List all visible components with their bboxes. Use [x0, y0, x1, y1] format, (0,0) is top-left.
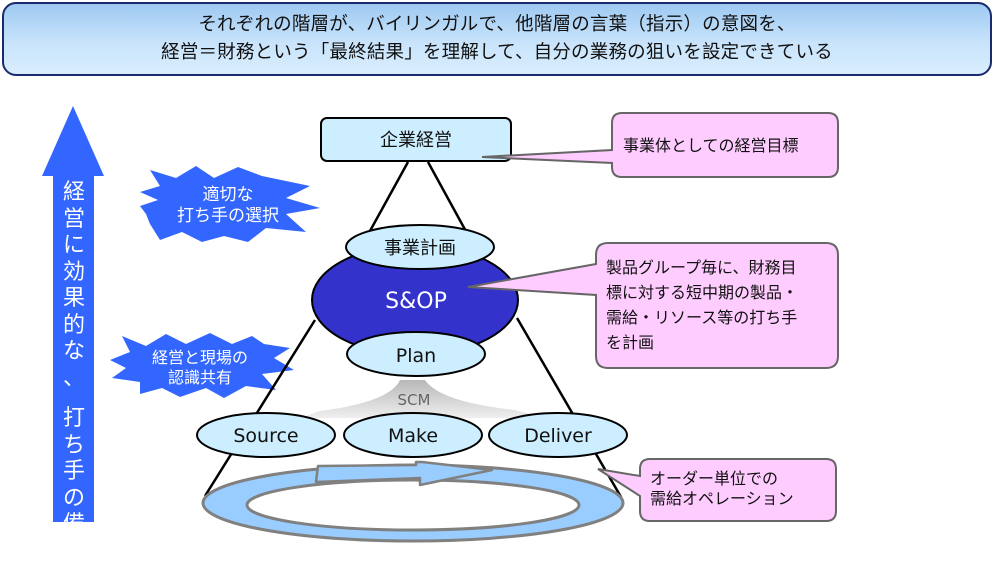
callout-2-line-4: を計画	[606, 333, 654, 352]
business-plan-label: 事業計画	[384, 238, 456, 259]
pyramid-edge-top-right	[428, 162, 468, 235]
burst-2-line-1: 経営と現場の	[152, 348, 248, 367]
burst-2-line-2: 認識共有	[168, 368, 232, 387]
side-arrow-char: 備	[63, 512, 85, 539]
pyramid-diagram: 企業経営 事業計画 S&OP Plan SCM Source Make Deli…	[0, 0, 996, 544]
callout-2-line-3: 需給・リソース等の打ち手	[606, 308, 797, 327]
scm-label: SCM	[398, 391, 431, 409]
side-arrow-char: 効	[63, 260, 85, 287]
cycle-ring-inner	[247, 480, 579, 530]
source-label: Source	[233, 425, 298, 447]
side-arrow-char: 果	[63, 286, 85, 313]
callout-3-line-1: オーダー単位での	[650, 469, 778, 488]
side-arrow-char: え	[63, 539, 85, 565]
sop-label: S&OP	[385, 289, 447, 314]
burst-1-line-2: 打ち手の選択	[177, 206, 279, 226]
side-arrow-char: 打	[63, 406, 85, 433]
make-label: Make	[388, 425, 438, 447]
side-arrow-char: 経	[63, 180, 85, 207]
callout-1-line-1: 事業体としての経営目標	[623, 136, 799, 155]
callout-2-line-2: 標に対する短中期の製品・	[606, 283, 798, 302]
side-arrow-char: の	[63, 486, 85, 513]
side-arrow-char: な	[63, 339, 85, 366]
side-arrow-char: ち	[63, 433, 85, 460]
callout-2-line-1: 製品グループ毎に、財務目	[606, 258, 797, 277]
deliver-label: Deliver	[524, 425, 592, 447]
side-arrow-label: 経 営 に 効 果 的 な 、 打 ち 手 の 備 え	[53, 180, 95, 565]
top-box-label: 企業経営	[380, 130, 452, 151]
callout-3-line-2: 需給オペレーション	[650, 489, 794, 508]
burst-1-line-1: 適切な	[203, 185, 254, 205]
plan-label: Plan	[396, 345, 436, 367]
side-arrow-char: 的	[63, 313, 85, 340]
side-arrow-char: 、	[63, 366, 85, 393]
side-arrow-char: 手	[63, 459, 85, 486]
side-arrow-char: 営	[63, 207, 85, 234]
side-arrow-char: に	[63, 233, 85, 260]
